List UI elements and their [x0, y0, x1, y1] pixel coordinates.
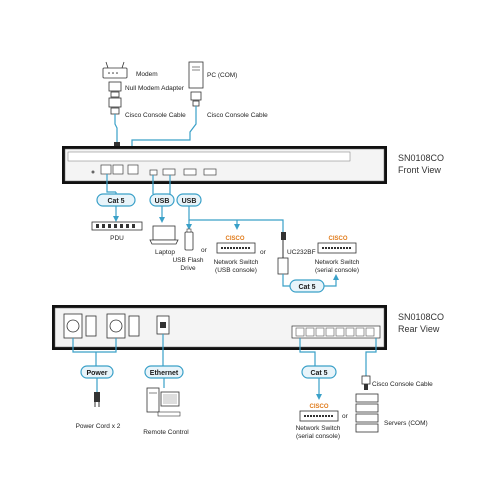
- netsw-serial-label-2: (serial console): [315, 267, 359, 274]
- front-model-label: SN0108CO: [398, 153, 444, 163]
- console-cable-left-label: Cisco Console Cable: [125, 112, 186, 119]
- usb-flash-drive-icon: [184, 228, 194, 251]
- network-switch-usb-icon: [216, 242, 256, 254]
- console-connector-rear-icon: [361, 375, 371, 390]
- pc-icon: [188, 61, 204, 107]
- power-cord-label: Power Cord x 2: [76, 423, 121, 430]
- servers-label: Servers (COM): [384, 420, 428, 427]
- console-connector-left-icon: [110, 107, 120, 115]
- sn0108co-rear-panel: [52, 305, 387, 350]
- usb-pill-1-label: USB: [155, 198, 170, 205]
- ethernet-pill-label: Ethernet: [150, 370, 179, 377]
- servers-icon: [355, 393, 379, 433]
- console-cable-right-label: Cisco Console Cable: [207, 112, 268, 119]
- usb-pill-2-label: USB: [182, 198, 197, 205]
- modem-label: Modem: [136, 71, 158, 78]
- cisco-logo-1: CISCO: [225, 236, 244, 242]
- rear-network-switch-icon: [299, 410, 339, 422]
- laptop-label: Laptop: [155, 249, 175, 256]
- pdu-label: PDU: [110, 235, 124, 242]
- cat5-pill-front-b-label: Cat 5: [298, 284, 315, 291]
- network-switch-serial-icon: [317, 242, 357, 254]
- modem-icon: [102, 61, 128, 79]
- sn0108co-front-panel: [62, 146, 387, 184]
- usb-flash-label: USB Flash: [172, 257, 203, 264]
- rear-view-label: Rear View: [398, 324, 440, 334]
- rear-console-label: Cisco Console Cable: [372, 381, 433, 388]
- power-pill-label: Power: [86, 370, 107, 377]
- cisco-logo-rear: CISCO: [309, 404, 328, 410]
- netsw-serial-label: Network Switch: [315, 259, 360, 266]
- rear-netsw-label: Network Switch: [296, 425, 341, 432]
- usb-flash-label-2: Drive: [180, 265, 196, 272]
- cat5-pill-front-label: Cat 5: [107, 198, 124, 205]
- or-label-2: or: [260, 249, 267, 256]
- netsw-usb-label: Network Switch: [214, 259, 259, 266]
- pdu-icon: [91, 221, 143, 231]
- laptop-icon: [149, 225, 179, 245]
- power-cord-icon: [94, 392, 100, 407]
- cisco-logo-2: CISCO: [328, 236, 347, 242]
- remote-computer-icon: [146, 387, 181, 417]
- rear-or-label: or: [342, 413, 349, 420]
- or-label-1: or: [201, 247, 208, 254]
- cat5-pill-front-b: [289, 279, 325, 293]
- null-modem-label: Null Modem Adapter: [125, 85, 185, 92]
- cat5-pill-rear-label: Cat 5: [310, 370, 327, 377]
- pc-label: PC (COM): [207, 72, 237, 79]
- null-modem-adapter-icon: [108, 81, 122, 108]
- front-view-label: Front View: [398, 165, 441, 175]
- remote-control-label: Remote Control: [143, 429, 189, 436]
- uc232bf-label: UC232BF: [287, 249, 316, 256]
- rear-netsw-label-2: (serial console): [296, 433, 340, 440]
- rear-model-label: SN0108CO: [398, 312, 444, 322]
- netsw-usb-label-2: (USB console): [215, 267, 257, 274]
- cat5-pill-front: [96, 193, 136, 207]
